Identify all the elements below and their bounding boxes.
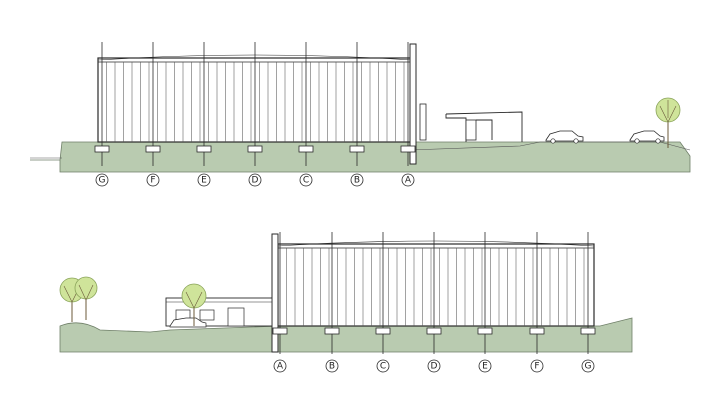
entrance-tower-top (409, 43, 417, 165)
grid-label: D (431, 362, 438, 372)
grid-bubble (581, 359, 595, 373)
column-footing (426, 327, 442, 335)
column-footing (580, 327, 596, 335)
elevation-bottom: A B C D E F G (59, 232, 633, 373)
grid-bubble (95, 173, 109, 187)
entrance-tower-bottom (271, 233, 279, 353)
tree-bottom-2 (74, 276, 98, 320)
grid-bubble (197, 173, 211, 187)
column-footing (477, 327, 493, 335)
roof-profile-bottom (277, 240, 595, 247)
annex-car (169, 317, 207, 328)
column-footing (247, 145, 263, 153)
tree-top (655, 97, 681, 148)
grid-label: E (482, 362, 488, 372)
column-footing (196, 145, 212, 153)
column-footing (349, 145, 365, 153)
grid-label: F (534, 362, 539, 372)
annex-door (227, 307, 245, 327)
grid-bubble (530, 359, 544, 373)
grid-bubble (478, 359, 492, 373)
car-top-2 (629, 130, 665, 144)
grid-label: A (277, 362, 284, 372)
column-footing (298, 145, 314, 153)
building-bottom (165, 233, 595, 353)
grid-label: D (252, 176, 259, 186)
grid-bubble (427, 359, 441, 373)
grid-label: B (329, 362, 335, 372)
column-footing (272, 327, 288, 335)
grid-bubble (350, 173, 364, 187)
grid-label: C (303, 176, 309, 186)
building-body-bottom (277, 243, 595, 327)
grid-label: G (99, 176, 106, 186)
column-footing (375, 327, 391, 335)
canopy-box-top (465, 119, 477, 141)
column-footing (324, 327, 340, 335)
column-footing (145, 145, 161, 153)
grid-bubble (325, 359, 339, 373)
grid-bubble (273, 359, 287, 373)
road-top (409, 141, 691, 151)
car-top-1 (545, 130, 584, 144)
grid-bubble (146, 173, 160, 187)
annex-window-2 (199, 309, 215, 321)
grid-bubble (248, 173, 262, 187)
grid-label: A (405, 176, 412, 186)
tree-bottom-3 (181, 283, 207, 326)
column-footing (529, 327, 545, 335)
grid-bubble (401, 173, 415, 187)
grid-bottom: A B C D E F G (272, 232, 596, 373)
grid-bubble (376, 359, 390, 373)
grid-label: B (354, 176, 360, 186)
grid-label: F (150, 176, 155, 186)
grid-bubble (299, 173, 313, 187)
canopy-top (445, 111, 523, 142)
sign-top (419, 103, 427, 141)
grid-label: G (585, 362, 592, 372)
mullions-bottom (286, 248, 585, 326)
grid-label: C (380, 362, 386, 372)
column-footing (94, 145, 110, 153)
column-footing (400, 145, 416, 153)
mullions-top (106, 62, 405, 142)
grid-label: E (201, 176, 207, 186)
